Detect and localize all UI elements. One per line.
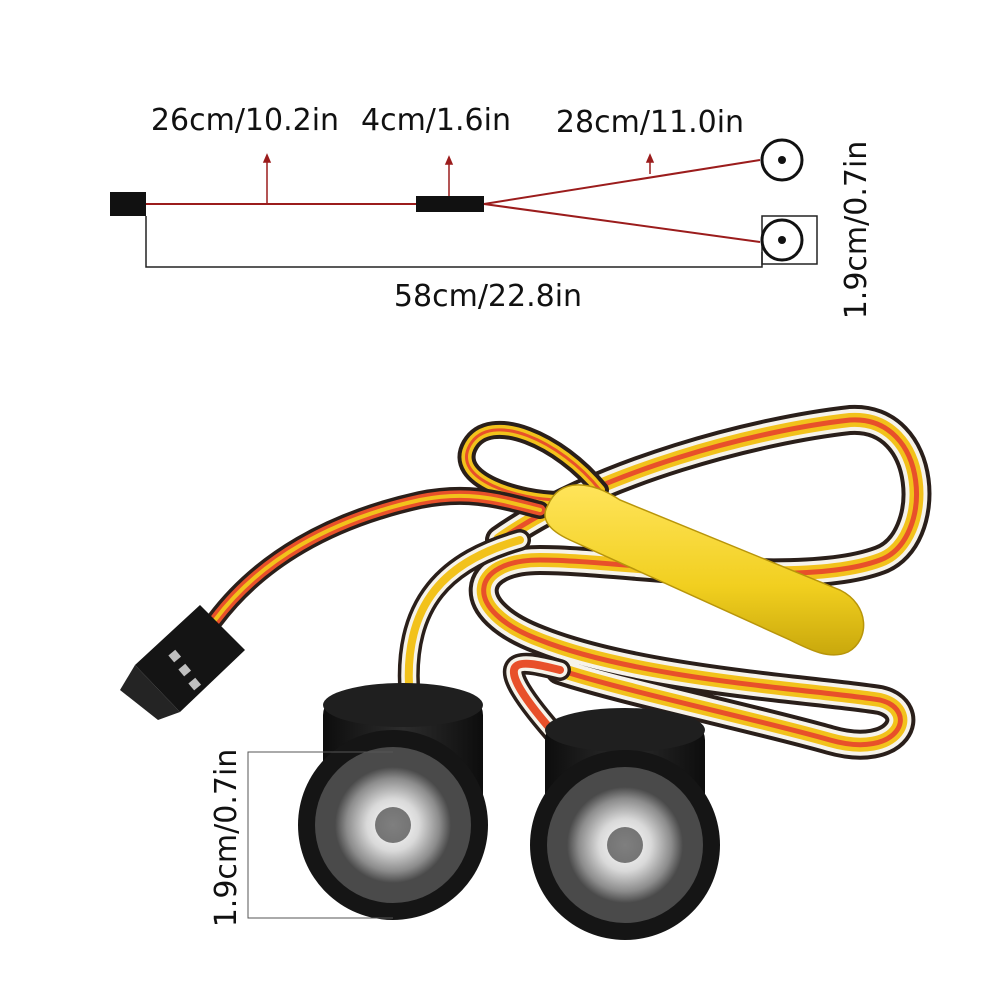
lens-dimension-bracket xyxy=(247,751,393,919)
branch-wire-upper xyxy=(483,159,761,205)
led-circle-lower-icon xyxy=(760,215,818,265)
controller-sleeve xyxy=(544,484,865,656)
servo-connector-plug xyxy=(120,605,245,720)
product-photo: 1.9cm/0.7in xyxy=(120,404,932,940)
ribbon-cable-loop xyxy=(468,404,932,760)
branch-wire-lower xyxy=(483,203,761,243)
led-light-right xyxy=(530,708,720,940)
controller-block-icon xyxy=(416,196,484,212)
segment-markers xyxy=(262,153,655,204)
lens-diameter-top-label: 1.9cm/0.7in xyxy=(839,141,874,320)
servo-plug-icon xyxy=(110,192,146,216)
total-length-bracket xyxy=(145,216,763,268)
total-length-label: 58cm/22.8in xyxy=(394,279,582,314)
segment-2-label: 4cm/1.6in xyxy=(361,103,511,138)
led-circle-upper-icon xyxy=(760,138,804,182)
wiring-line-diagram: 26cm/10.2in 4cm/1.6in 28cm/11.0in 58cm/2… xyxy=(110,103,874,319)
segment-3-label: 28cm/11.0in xyxy=(556,105,744,140)
led-lead-wires xyxy=(397,529,571,751)
lens-diameter-photo-label: 1.9cm/0.7in xyxy=(209,749,244,928)
servo-lead-wire xyxy=(206,486,549,629)
ribbon-cable-small-loop xyxy=(457,420,609,509)
segment-1-label: 26cm/10.2in xyxy=(151,103,339,138)
led-light-left xyxy=(298,683,488,920)
